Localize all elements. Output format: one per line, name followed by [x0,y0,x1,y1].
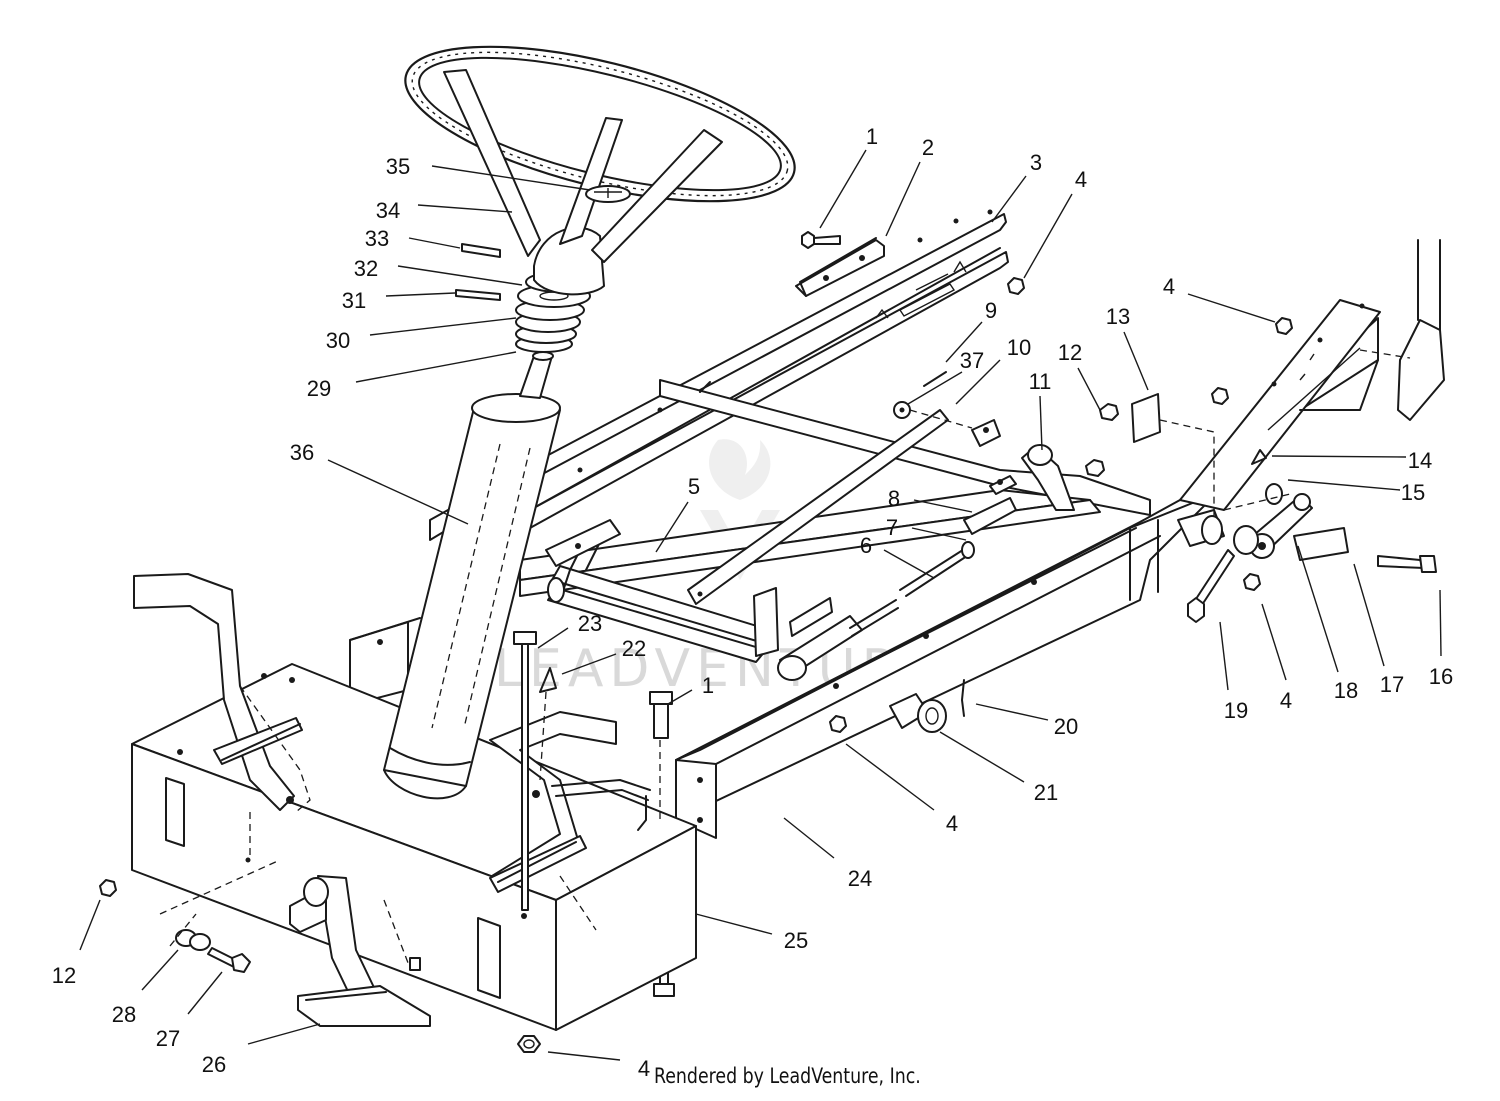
callout-label-35: 35 [386,154,410,179]
callout-label-20: 20 [1054,714,1078,739]
callout-label-6: 6 [860,533,872,558]
callout-label-14: 14 [1408,448,1432,473]
callout-label-1: 1 [866,124,878,149]
callout-label-17: 17 [1380,672,1404,697]
callout-label-27: 27 [156,1026,180,1051]
callout-label-2: 2 [922,135,934,160]
callout-leader-8 [913,499,973,513]
callout-label-4: 4 [1280,688,1292,713]
callout-leader-2 [885,161,921,237]
callout-label-29: 29 [307,376,331,401]
callout-leader-30 [369,317,517,336]
callout-label-23: 23 [578,611,602,636]
callout-label-18: 18 [1334,678,1358,703]
callout-leader-4 [1187,293,1276,323]
callout-leader-26 [247,1023,321,1045]
callout-label-24: 24 [848,866,872,891]
callout-label-37: 37 [960,348,984,373]
callout-label-28: 28 [112,1002,136,1027]
callout-label-10: 10 [1007,335,1031,360]
frame-assembly [99,45,1445,1053]
callout-leader-7 [911,527,967,541]
callout-leader-27 [187,971,223,1015]
callout-label-7: 7 [886,515,898,540]
callout-leader-24 [783,817,835,859]
callout-label-25: 25 [784,928,808,953]
callout-label-16: 16 [1429,664,1453,689]
callout-leader-19 [1219,621,1229,691]
credit-text: Rendered by LeadVenture, Inc. [654,1064,921,1088]
callout-label-9: 9 [985,298,997,323]
callout-leader-4 [1023,193,1073,279]
callout-leader-13 [1123,331,1149,391]
callout-leader-21 [939,731,1025,783]
callout-leader-32 [397,265,523,286]
callout-label-32: 32 [354,256,378,281]
callout-leader-34 [417,204,513,213]
callout-label-4: 4 [638,1056,650,1081]
callout-leader-6 [883,549,935,579]
callout-label-1: 1 [702,673,714,698]
callout-leader-12 [1077,367,1101,411]
callout-leader-28 [141,949,179,991]
callout-label-4: 4 [1075,167,1087,192]
callout-label-31: 31 [342,288,366,313]
callout-leader-36 [327,459,469,525]
callout-label-26: 26 [202,1052,226,1077]
callout-label-34: 34 [376,198,400,223]
callout-leader-33 [408,237,461,249]
callout-label-36: 36 [290,440,314,465]
callout-label-8: 8 [888,486,900,511]
callout-leader-14 [1271,455,1407,458]
callout-label-21: 21 [1034,780,1058,805]
callout-leader-1 [667,689,693,705]
callout-leader-29 [355,351,517,383]
callout-leader-12 [79,899,101,951]
callout-leader-17 [1353,563,1385,667]
callout-label-33: 33 [365,226,389,251]
callout-leader-3 [991,175,1027,223]
callout-leader-10 [955,359,1001,405]
callout-leader-5 [655,501,689,553]
callout-leader-4 [1261,603,1287,681]
callout-leader-18 [1297,545,1339,673]
callout-leader-11 [1039,395,1043,451]
callout-label-4: 4 [946,811,958,836]
callout-label-12: 12 [52,963,76,988]
callout-label-13: 13 [1106,304,1130,329]
callout-leader-23 [537,627,569,649]
callout-label-19: 19 [1224,698,1248,723]
callout-label-5: 5 [688,474,700,499]
callout-label-22: 22 [622,636,646,661]
callout-leader-4 [547,1051,621,1061]
callout-leader-37 [907,371,963,405]
callout-leader-9 [945,321,983,363]
callout-leader-25 [695,913,773,935]
callout-label-12: 12 [1058,340,1082,365]
callout-leader-35 [431,165,591,191]
callout-label-30: 30 [326,328,350,353]
callout-label-3: 3 [1030,150,1042,175]
callout-leader-15 [1287,479,1401,491]
callout-label-11: 11 [1029,369,1052,394]
callout-leader-4 [845,743,935,811]
callout-label-15: 15 [1401,480,1425,505]
callout-leader-16 [1439,589,1442,657]
callout-leader-31 [385,292,456,297]
callout-label-4: 4 [1163,274,1175,299]
callout-leader-1 [819,149,867,229]
callout-leader-20 [975,703,1049,721]
callout-leader-22 [561,653,617,675]
